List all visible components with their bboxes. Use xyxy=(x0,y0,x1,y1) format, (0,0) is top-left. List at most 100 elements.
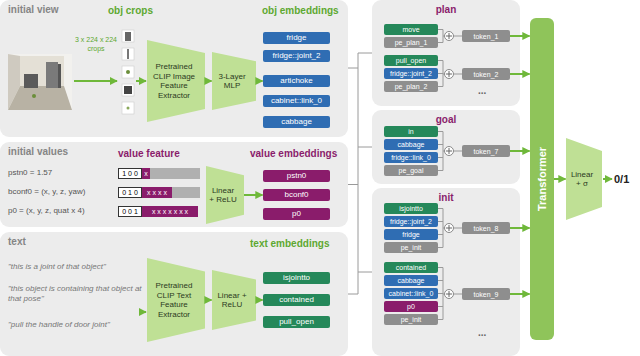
transformer-block: Transformer xyxy=(530,18,554,340)
label-slot: bconf0 = (x, y, z, yaw) xyxy=(8,187,85,197)
object-embedding: fridge::joint_2 xyxy=(384,68,438,79)
object-embedding: cabbage xyxy=(384,139,438,150)
object-embedding: artichoke xyxy=(263,75,330,87)
box-label: p0 xyxy=(407,302,415,311)
column-heading: text embeddings xyxy=(250,238,329,250)
object-embedding: cabbage xyxy=(384,275,438,286)
label-slot: 0 1 0 xyxy=(118,187,142,198)
value-embedding: bconf0 xyxy=(263,189,330,201)
column-heading: value embeddings xyxy=(250,148,337,160)
trapezoid-fill xyxy=(566,138,602,220)
network-block: Pretrained CLIP Image Feature Extractor xyxy=(147,40,205,122)
box-label: cabbage xyxy=(398,276,425,285)
trapezoid-fill xyxy=(212,270,256,330)
predicate-embedding: contained xyxy=(263,294,330,306)
network-block: Linear + σ xyxy=(566,138,602,220)
box-label: token_8 xyxy=(474,224,499,233)
sum-circle xyxy=(445,32,454,41)
predicate-embedding: move xyxy=(384,24,438,35)
label-slot: value feature xyxy=(118,148,180,160)
box-label: pstn0 xyxy=(287,171,307,181)
one-hot-cell: 1 0 0 xyxy=(118,168,142,179)
label-slot: x xyxy=(142,168,150,179)
label-slot: value embeddings xyxy=(250,148,337,160)
box-label: contained xyxy=(279,295,314,305)
network-block: Linear + ReLU xyxy=(206,166,244,224)
positional-embedding: pe_plan_1 xyxy=(384,37,438,48)
block-label: Linear + ReLU xyxy=(212,291,256,310)
token-box: token_9 xyxy=(462,288,510,300)
sum-plus xyxy=(446,225,452,231)
flow-connector xyxy=(244,194,263,196)
label-slot: "pull the handle of door joint" xyxy=(8,320,142,330)
token-box: token_1 xyxy=(462,30,510,42)
value-cell: x xyxy=(142,168,150,179)
box-label: fridge::joint_2 xyxy=(390,217,432,226)
positional-embedding: pe_plan_2 xyxy=(384,81,438,92)
block-label: Linear + σ xyxy=(566,170,602,189)
label-slot: "this object is containing that object a… xyxy=(8,284,142,304)
predicate-embedding: contained xyxy=(384,262,438,273)
box-label: pe_init xyxy=(401,315,422,324)
predicate-embedding: isjointto xyxy=(263,272,330,284)
value-definition: bconf0 = (x, y, z, yaw) xyxy=(8,187,85,197)
flow-connector xyxy=(510,293,530,295)
column-heading: value feature xyxy=(118,148,180,160)
flow-connector xyxy=(510,227,530,229)
box-label: pe_plan_2 xyxy=(395,82,428,91)
flow-connector xyxy=(256,299,263,301)
predicate-embedding: isjointto xyxy=(384,203,438,214)
value-embedding: pstn0 xyxy=(263,170,330,182)
box-label: cabinet::link_0 xyxy=(271,96,322,106)
box-label: isjointto xyxy=(283,273,310,283)
label-slot: "this is a joint of that object" xyxy=(8,262,142,272)
object-embedding: fridge xyxy=(384,229,438,240)
block-label: Transformer xyxy=(536,147,548,211)
label-slot: obj crops xyxy=(108,5,153,17)
box-label: fridge xyxy=(286,33,306,43)
box-label: cabinet::link_0 xyxy=(389,289,434,298)
box-label: pull_open xyxy=(279,317,314,327)
label-slot: obj embeddings xyxy=(262,5,339,17)
label-slot: 3 x 224 x 224 crops xyxy=(72,36,120,53)
label-slot: ... xyxy=(478,328,486,338)
token-panel: initisjointtofridge::joint_2fridgepe_ini… xyxy=(372,188,520,356)
predicate-embedding: pull_open xyxy=(384,55,438,66)
box-label: token_2 xyxy=(474,70,499,79)
box-label: contained xyxy=(396,263,426,272)
label-slot: x x x x xyxy=(142,187,172,198)
box-label: fridge xyxy=(402,230,420,239)
object-embedding: fridge::joint_2 xyxy=(263,50,330,62)
size-note: 3 x 224 x 224 crops xyxy=(72,36,120,53)
network-block: Pretrained CLIP Text Feature Extractor xyxy=(147,258,205,342)
object-embedding: fridge::link_0 xyxy=(384,152,438,163)
box-label: bconf0 xyxy=(284,190,308,200)
sum-circle xyxy=(445,70,454,79)
box-label: fridge::link_0 xyxy=(391,153,431,162)
flow-connector xyxy=(510,150,530,152)
label-slot: 0/1 xyxy=(614,173,629,185)
value-embedding: p0 xyxy=(263,208,330,220)
output-label: 0/1 xyxy=(614,173,629,185)
trapezoid-fill xyxy=(147,40,205,122)
value-definition: pstn0 = 1.57 xyxy=(8,168,52,178)
input-panel: textPretrained CLIP Text Feature Extract… xyxy=(0,232,348,356)
token-box: token_7 xyxy=(462,145,510,157)
label-slot: pstn0 = 1.57 xyxy=(8,168,52,178)
box-label: pe_plan_1 xyxy=(395,38,428,47)
box-label: in xyxy=(408,127,413,136)
positional-embedding: pe_init xyxy=(384,314,438,325)
label-slot: text embeddings xyxy=(250,238,329,250)
column-heading: obj crops xyxy=(108,5,153,17)
label-slot: x x x x x x x xyxy=(142,206,198,217)
box-label: cabbage xyxy=(398,140,425,149)
label-slot: 0 0 1 xyxy=(118,206,142,217)
bracket-lines xyxy=(348,53,372,294)
sum-plus xyxy=(446,291,452,297)
token-box: token_8 xyxy=(462,222,510,234)
box-label: token_9 xyxy=(474,290,499,299)
box-label: fridge::joint_2 xyxy=(390,69,432,78)
value-embedding: p0 xyxy=(384,301,438,312)
trapezoid-fill xyxy=(147,258,205,342)
trapezoid-fill xyxy=(206,166,244,224)
